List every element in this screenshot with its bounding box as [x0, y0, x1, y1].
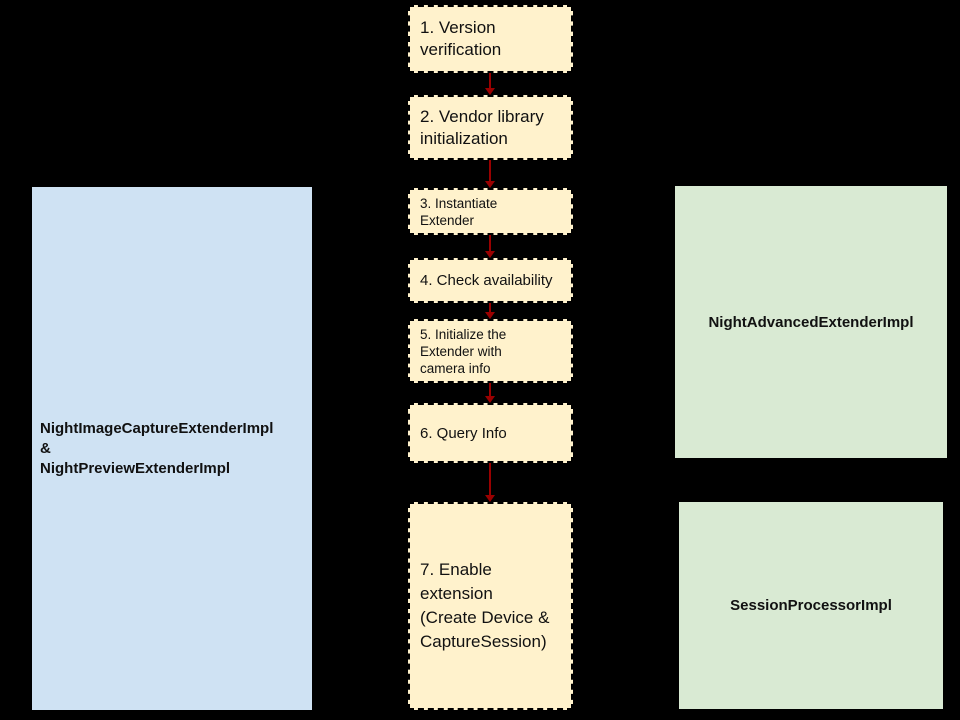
left-entity-line-2: & — [40, 439, 51, 457]
left-entity-box: NightImageCaptureExtenderImpl & NightPre… — [32, 187, 312, 710]
arrow-step1-step2 — [489, 73, 491, 89]
arrow-step6-step7-head-icon — [485, 495, 495, 502]
right-entity-box-night-advanced-extender: NightAdvancedExtenderImpl — [675, 186, 947, 458]
arrow-step3-step4 — [489, 235, 491, 252]
right-entity-label-session-processor: SessionProcessorImpl — [730, 597, 892, 614]
arrow-step4-step5-head-icon — [485, 312, 495, 319]
arrow-step2-step3-head-icon — [485, 181, 495, 188]
arrow-step3-step4-head-icon — [485, 251, 495, 258]
arrow-step6-step7 — [489, 463, 491, 496]
left-entity-line-3: NightPreviewExtenderImpl — [40, 459, 231, 477]
right-entity-label-night-advanced: NightAdvancedExtenderImpl — [708, 313, 914, 331]
arrow-step5-step6-head-icon — [485, 396, 495, 403]
flow-step-3-instantiate-extender: 3. Instantiate Extender — [408, 188, 573, 235]
flow-step-1-version-verification: 1. Version verification — [408, 5, 573, 73]
arrow-step4-step5 — [489, 303, 491, 313]
arrow-step2-step3 — [489, 160, 491, 182]
flow-step-4-check-availability: 4. Check availability — [408, 258, 573, 303]
left-entity-line-1: NightImageCaptureExtenderImpl — [40, 419, 274, 437]
arrow-step5-step6 — [489, 383, 491, 397]
arrow-step1-step2-head-icon — [485, 88, 495, 95]
flow-step-2-vendor-library-init: 2. Vendor library initialization — [408, 95, 573, 160]
flow-step-6-query-info: 6. Query Info — [408, 403, 573, 463]
right-entity-box-session-processor: SessionProcessorImpl — [679, 502, 943, 709]
flow-step-5-initialize-extender: 5. Initialize the Extender with camera i… — [408, 319, 573, 383]
flow-step-7-enable-extension: 7. Enable extension (Create Device & Cap… — [408, 502, 573, 710]
